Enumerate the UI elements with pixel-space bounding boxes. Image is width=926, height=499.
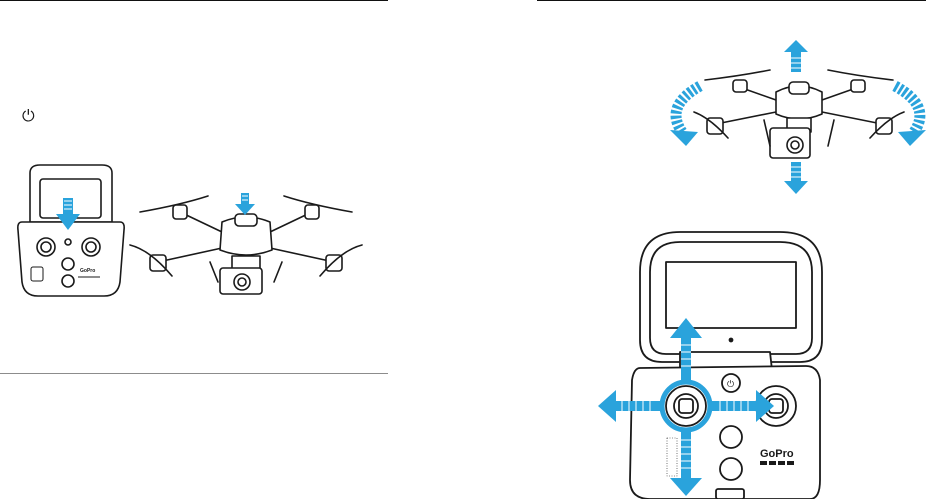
controller-brand: GoPro [760, 448, 794, 460]
controller-power-icon: ⏻ [727, 379, 734, 390]
